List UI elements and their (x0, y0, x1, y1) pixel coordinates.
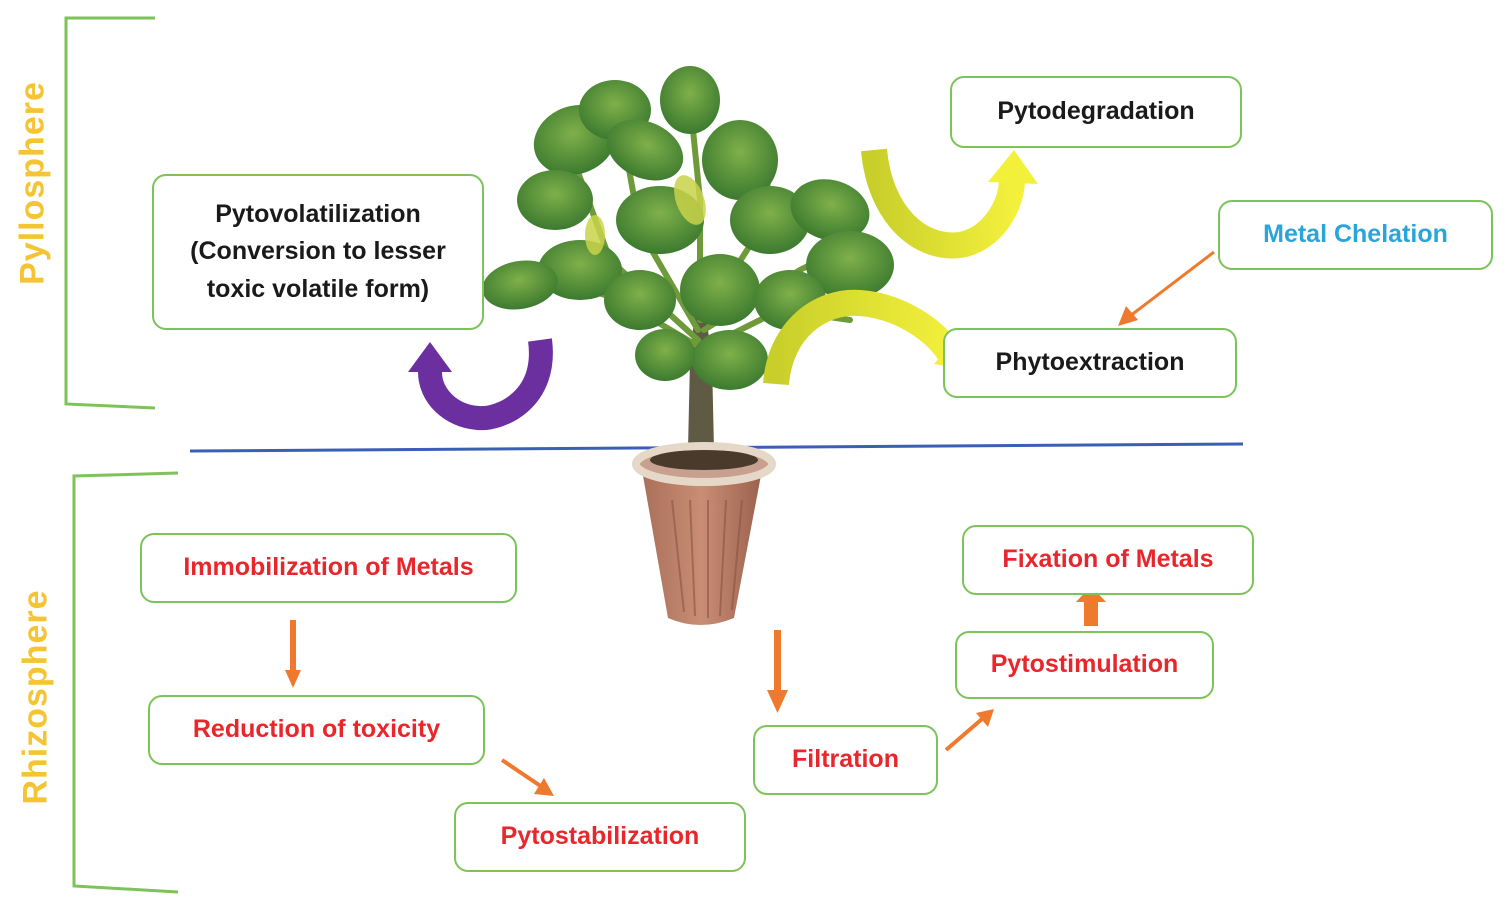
metal-chelation-box: Metal Chelation (1218, 200, 1493, 270)
purple-curved-arrow (408, 338, 553, 431)
pytostimulation-label: Pytostimulation (990, 650, 1179, 679)
filtration-box: Filtration (753, 725, 938, 795)
pytodegradation-label: Pytodegradation (997, 97, 1195, 126)
reduction-box: Reduction of toxicity (148, 695, 485, 765)
phytoextraction-label: Phytoextraction (995, 348, 1185, 377)
pyllosphere-label: Pyllosphere (13, 81, 52, 285)
pytodegradation-box: Pytodegradation (950, 76, 1242, 148)
pytostabilization-box: Pytostabilization (454, 802, 746, 872)
metal-chelation-label: Metal Chelation (1263, 220, 1448, 249)
plant-illustration (482, 66, 894, 625)
pyllosphere-bracket (64, 16, 156, 410)
arrow-immobilization-to-reduction (285, 620, 301, 688)
pytovolatilization-title: Pytovolatilization (215, 199, 421, 228)
yellow-arrow-to-pytodegradation (861, 148, 1038, 259)
immobilization-box: Immobilization of Metals (140, 533, 517, 603)
pytovolatilization-box: Pytovolatilization (Conversion to lesser… (152, 174, 484, 330)
filtration-label: Filtration (792, 745, 899, 774)
phytoextraction-box: Phytoextraction (943, 328, 1237, 398)
reduction-label: Reduction of toxicity (192, 715, 441, 744)
fixation-label: Fixation of Metals (1002, 545, 1214, 574)
pytostimulation-box: Pytostimulation (955, 631, 1214, 699)
arrow-reduction-to-stabilization (500, 758, 554, 796)
pytostabilization-label: Pytostabilization (500, 822, 700, 851)
immobilization-label: Immobilization of Metals (183, 553, 474, 582)
arrow-chelation-to-extraction (1118, 250, 1215, 326)
pytovolatilization-desc-line2: toxic volatile form) (206, 274, 430, 303)
rhizosphere-bracket (72, 471, 179, 894)
rhizosphere-label: Rhizosphere (16, 589, 55, 805)
arrow-pot-to-filtration (767, 630, 788, 713)
arrow-filtration-to-stimulation (944, 709, 994, 752)
pytovolatilization-desc-line1: (Conversion to lesser (190, 237, 446, 266)
fixation-box: Fixation of Metals (962, 525, 1254, 595)
